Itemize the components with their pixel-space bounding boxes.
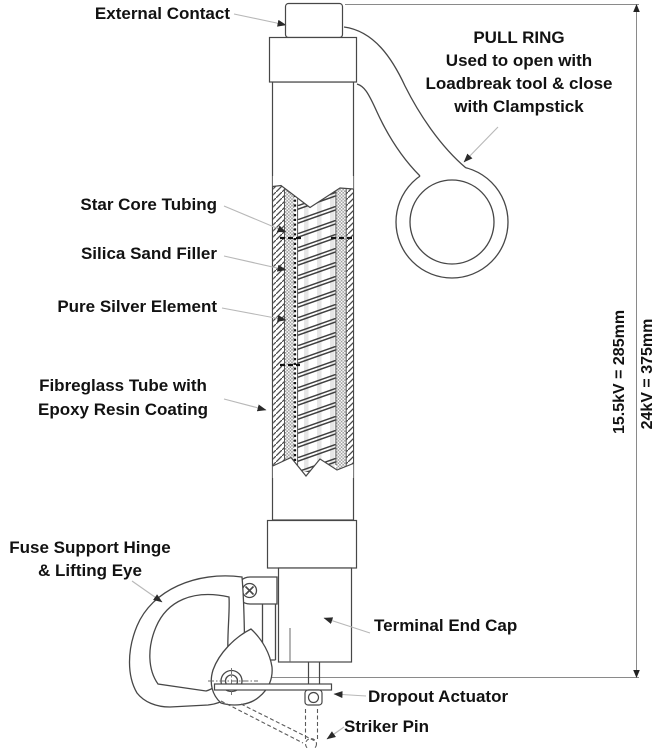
tube-wall-left-hatch <box>273 184 285 472</box>
pull-ring-arm-inner-edge <box>356 83 421 177</box>
label-striker-pin: Striker Pin <box>344 717 430 736</box>
label-dropout-actuator: Dropout Actuator <box>368 687 509 706</box>
label-fuse-support-hinge: Fuse Support Hinge & Lifting Eye <box>0 536 180 582</box>
pull-ring-graphic <box>343 26 509 279</box>
pull-ring-line2: Loadbreak tool & close <box>425 74 613 93</box>
fibreglass-line2: Epoxy Resin Coating <box>37 400 209 419</box>
label-terminal-end-cap: Terminal End Cap <box>374 616 518 635</box>
fuse-body <box>266 2 358 684</box>
pull-ring-arm-fill <box>344 27 466 222</box>
fill-top-edge <box>272 184 354 209</box>
pull-ring-arm-outer-edge <box>343 26 467 169</box>
pull-ring-inner <box>409 179 495 265</box>
hinge-line2: & Lifting Eye <box>38 561 142 580</box>
actuator-graphic <box>213 683 333 748</box>
label-pure-silver-element: Pure Silver Element <box>57 297 217 316</box>
dimension-label-24kv: 24kV = 375mm <box>639 318 656 430</box>
leader-pure-silver <box>221 307 287 322</box>
terminal-end-cap-body <box>277 567 353 663</box>
dimension-arrow-bottom <box>633 670 640 678</box>
striker-pin-shaft <box>307 662 321 684</box>
striker-pin-nut <box>304 689 323 706</box>
leader-star-core <box>223 205 287 233</box>
leader-striker-pin <box>326 726 345 740</box>
leader-dropout-actuator <box>333 691 367 699</box>
leader-external-contact <box>233 13 287 27</box>
leader-hinge <box>131 580 163 603</box>
silica-sand-left <box>284 184 295 472</box>
pull-ring-line1: Used to open with <box>445 51 593 70</box>
dimension-lines <box>262 4 640 678</box>
leader-silica-sand <box>223 255 287 272</box>
cam-bolt-centerlines <box>208 668 258 695</box>
label-silica-sand-filler: Silica Sand Filler <box>80 244 217 263</box>
leader-terminal-cap <box>323 617 371 634</box>
fill-break-edge <box>272 456 354 477</box>
fibreglass-line1: Fibreglass Tube with <box>39 376 207 395</box>
striker-pin-tip <box>307 691 320 704</box>
label-external-contact: External Contact <box>94 4 230 23</box>
tube-wall-right-hatch <box>346 184 353 472</box>
label-fibreglass-tube: Fibreglass Tube with Epoxy Resin Coating <box>28 374 218 422</box>
silica-sand-right <box>336 184 346 472</box>
label-star-core-tubing: Star Core Tubing <box>80 195 217 214</box>
lower-ferrule <box>266 519 358 569</box>
external-contact-cap <box>284 2 344 39</box>
label-pull-ring: PULL RING Used to open with Loadbreak to… <box>406 26 632 118</box>
pull-ring-title: PULL RING <box>473 28 565 47</box>
leader-fibreglass <box>223 398 267 412</box>
leader-pull-ring <box>463 126 499 163</box>
upper-ferrule <box>268 36 358 83</box>
leader-lines <box>131 13 499 740</box>
dropped-position-dashes <box>220 700 319 748</box>
dimension-arrow-top <box>633 4 640 12</box>
hinge-line1: Fuse Support Hinge <box>9 538 171 557</box>
dropout-actuator-bar <box>213 683 333 691</box>
pull-ring-line3: with Clampstick <box>454 97 584 116</box>
silver-element-windings <box>297 184 336 472</box>
dimension-label-15kv: 15.5kV = 285mm <box>611 309 628 435</box>
